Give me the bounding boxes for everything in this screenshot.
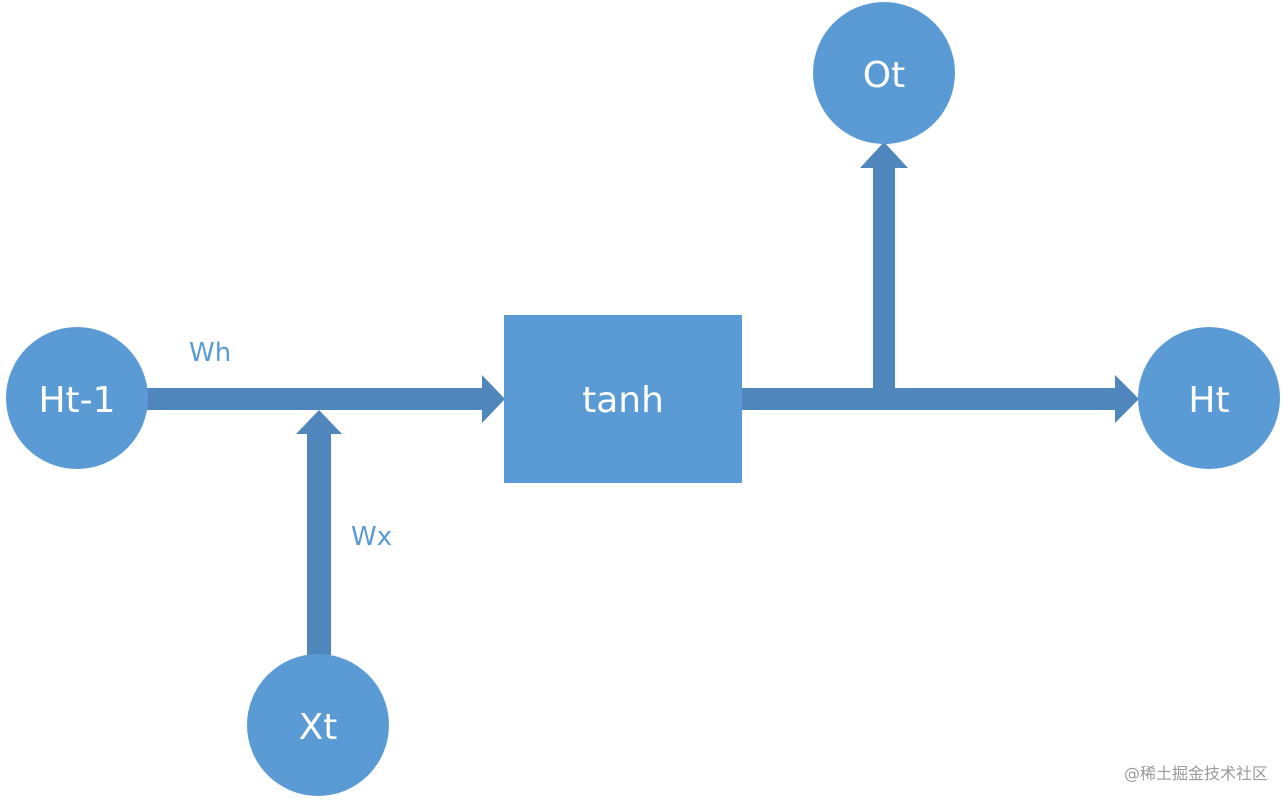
- node-tanh-label: tanh: [582, 380, 664, 421]
- watermark: @稀土掘金技术社区: [1123, 764, 1268, 783]
- edge-label-wx: Wx: [351, 522, 392, 552]
- node-ht-next: [1138, 327, 1280, 469]
- arrow-xt-to-merge: [296, 410, 342, 655]
- edge-label-wh: Wh: [189, 338, 231, 368]
- node-tanh: [504, 315, 742, 483]
- arrow-tanh-to-ht: [741, 375, 1139, 423]
- arrow-to-ot: [860, 142, 908, 388]
- node-ht-prev: [6, 327, 148, 469]
- node-xt: [247, 654, 389, 796]
- node-xt-label: Xt: [299, 707, 338, 748]
- arrow-ht1-to-tanh: [146, 375, 505, 423]
- node-ot-label: Ot: [863, 55, 905, 96]
- node-ht-prev-label: Ht-1: [38, 380, 115, 421]
- node-ht-next-label: Ht: [1188, 380, 1229, 421]
- node-ot: [813, 2, 955, 144]
